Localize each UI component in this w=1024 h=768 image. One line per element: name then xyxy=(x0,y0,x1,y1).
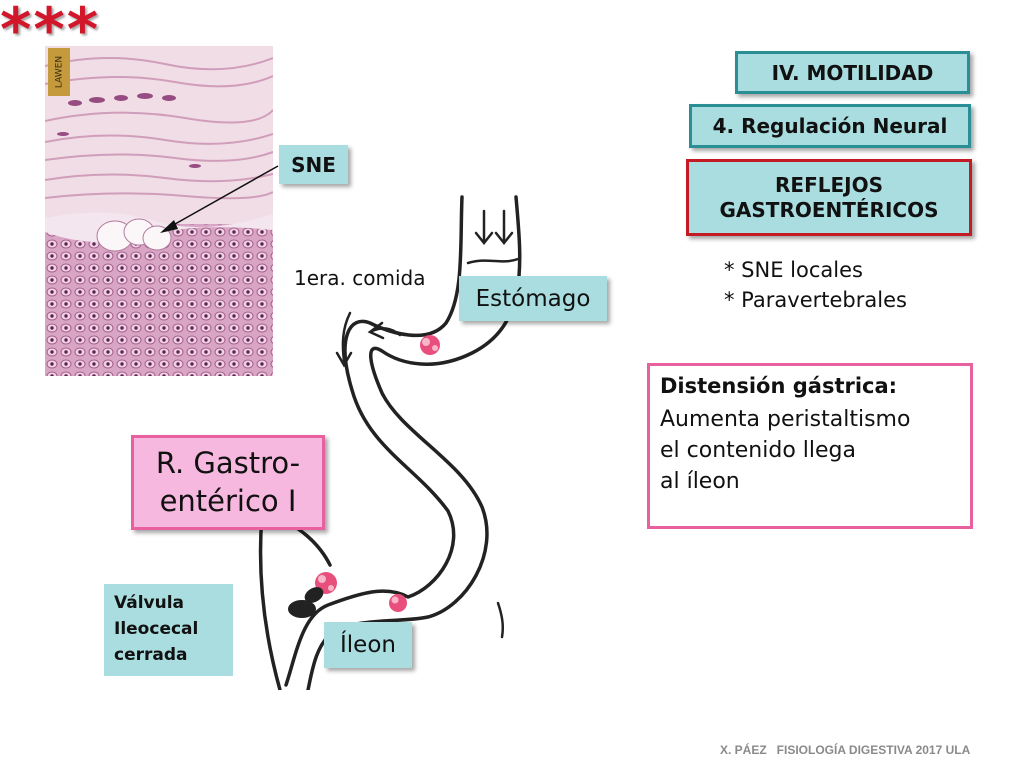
histology-drawing: LAWEN xyxy=(45,46,273,376)
reflex-name-line-2: entérico I xyxy=(159,483,297,518)
stomach-label-box: Estómago xyxy=(459,276,607,321)
distension-line-2: el contenido llega xyxy=(660,438,856,463)
footer-credit: X. PÁEZ FISIOLOGÍA DIGESTIVA 2017 ULA xyxy=(720,743,971,757)
distension-line-3: al íleon xyxy=(660,469,740,494)
reflex-name-line-1: R. Gastro- xyxy=(155,445,301,480)
reflex-types-list: * SNE locales * Paravertebrales xyxy=(724,255,907,315)
gi-tract-drawing xyxy=(258,195,522,692)
subsection-title: 4. Regulación Neural xyxy=(712,114,948,138)
histology-image: LAWEN xyxy=(45,46,273,376)
ileum-label-box: Íleon xyxy=(324,622,412,668)
sne-label: SNE xyxy=(291,152,336,177)
section-title: IV. MOTILIDAD xyxy=(771,60,934,85)
food-bolus-1 xyxy=(420,335,440,355)
stomach-label: Estómago xyxy=(475,285,591,312)
subsection-title-box: 4. Regulación Neural xyxy=(689,104,971,148)
distension-box: Distensión gástrica: Aumenta peristaltis… xyxy=(647,363,973,529)
reflex-type-paravertebral: * Paravertebrales xyxy=(724,288,907,312)
sne-label-box: SNE xyxy=(279,145,348,184)
histology-watermark: LAWEN xyxy=(55,56,65,88)
sne-pointer-arrow xyxy=(160,165,279,233)
section-title-box: IV. MOTILIDAD xyxy=(735,51,970,94)
valve-line-2: Ileocecal xyxy=(114,619,199,639)
gi-tract-diagram xyxy=(240,185,570,692)
ileum-label: Íleon xyxy=(340,632,396,658)
topic-line-2: GASTROENTÉRICOS xyxy=(719,197,939,222)
reflex-name-box: R. Gastro- entérico I xyxy=(131,435,325,530)
reflex-type-local: * SNE locales xyxy=(724,258,863,282)
topic-title-box: REFLEJOS GASTROENTÉRICOS xyxy=(686,159,972,236)
topic-line-1: REFLEJOS xyxy=(775,172,883,197)
valve-line-3: cerrada xyxy=(114,645,188,665)
distension-title: Distensión gástrica: xyxy=(660,374,898,398)
distension-line-1: Aumenta peristaltismo xyxy=(660,407,911,432)
food-bolus-2 xyxy=(389,594,407,612)
valve-line-1: Válvula xyxy=(114,593,185,613)
valve-label-box: Válvula Ileocecal cerrada xyxy=(104,584,233,676)
first-meal-label: 1era. comida xyxy=(294,266,426,290)
ileocecal-valve xyxy=(288,587,324,618)
